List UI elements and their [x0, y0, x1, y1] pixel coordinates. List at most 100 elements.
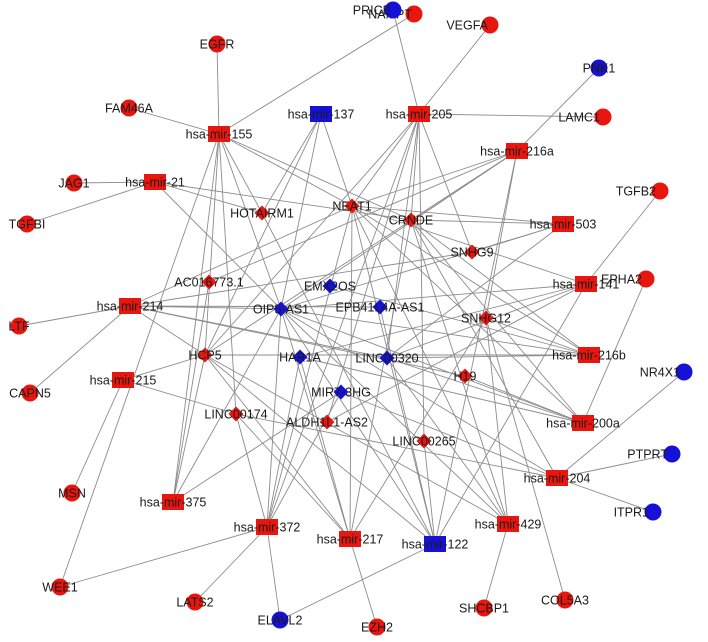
node-label: LINC00320 — [355, 352, 418, 366]
node-mir205[interactable]: hsa-mir-205 — [386, 106, 453, 122]
node-label: HAR1A — [279, 351, 321, 365]
edge-mir217-HAR1A — [299, 356, 351, 540]
node-mir7hg[interactable]: MIR7-3HG — [311, 384, 371, 400]
node-ltf[interactable]: LTF — [8, 317, 30, 335]
node-label: LATS2 — [176, 596, 213, 610]
node-fam46a[interactable]: FAM46A — [105, 99, 154, 117]
node-label: SHCBP1 — [459, 602, 509, 616]
edge-mir503-CRNDE — [410, 219, 564, 225]
node-capn5[interactable]: CAPN5 — [9, 384, 51, 402]
edge-mir122-HOTAIRM1 — [261, 212, 436, 545]
lncrna-node-diamond — [292, 349, 308, 365]
node-epb41l4a[interactable]: EPB41L4A-AS1 — [336, 299, 425, 315]
node-snhg9[interactable]: SNHG9 — [450, 244, 494, 260]
node-ac016773[interactable]: AC016773.1 — [174, 274, 244, 290]
node-label: OIP5-AS1 — [253, 303, 309, 317]
node-mir217[interactable]: hsa-mir-217 — [317, 531, 384, 547]
node-label: ELAVL2 — [258, 614, 303, 628]
lncrna-node-diamond — [457, 368, 473, 384]
node-aldh1l1[interactable]: ALDH1L1-AS2 — [286, 414, 368, 430]
node-label: hsa-mir-205 — [386, 108, 453, 122]
node-col5a3[interactable]: COL5A3 — [541, 591, 589, 609]
node-mir137[interactable]: hsa-mir-137 — [288, 106, 355, 122]
edge-mir122-ELAVL2 — [279, 543, 436, 621]
node-mir122[interactable]: hsa-mir-122 — [402, 536, 469, 552]
edge-mir21-CRNDE — [154, 181, 412, 221]
node-mir200a[interactable]: hsa-mir-200a — [546, 415, 620, 431]
node-lats2[interactable]: LATS2 — [176, 593, 214, 611]
mirna-node-rect — [552, 216, 574, 232]
node-pnk1[interactable]: PNK1 — [583, 59, 616, 77]
node-mir503[interactable]: hsa-mir-503 — [530, 216, 597, 232]
node-lamc1[interactable]: LAMC1 — [558, 108, 612, 126]
node-wee1[interactable]: WEE1 — [42, 578, 78, 596]
mirna-node-rect — [144, 174, 166, 190]
mirna-node-rect — [546, 470, 568, 486]
node-mir216b[interactable]: hsa-mir-216b — [552, 347, 626, 363]
node-linc00174[interactable]: LINC00174 — [204, 406, 268, 422]
node-epha2[interactable]: EPHA2 — [601, 270, 655, 288]
lncrna-node-diamond — [464, 244, 480, 260]
edge-mir375-OIPAS1 — [172, 308, 282, 503]
node-shcbp1[interactable]: SHCBP1 — [459, 599, 509, 617]
lncrna-node-diamond — [254, 205, 270, 221]
node-egfr[interactable]: EGFR — [200, 35, 235, 53]
node-linc00320[interactable]: LINC00320 — [355, 350, 419, 366]
edge-mir216b-NEAT1 — [351, 205, 590, 356]
mrna-node-circle — [481, 16, 499, 34]
node-price[interactable]: PRICE — [353, 1, 402, 19]
node-elavl2[interactable]: ELAVL2 — [258, 611, 303, 629]
node-mir214[interactable]: hsa-mir-214 — [97, 298, 164, 314]
node-msn[interactable]: MSN — [58, 484, 86, 502]
node-label: AC016773.1 — [174, 276, 244, 290]
node-mir21[interactable]: hsa-mir-21 — [125, 174, 185, 190]
edge-mir21-TGFBI — [26, 181, 156, 225]
edge-mir217-HCP5 — [204, 354, 351, 540]
edge-mir200a-EPHA2 — [582, 278, 647, 424]
edge-mir155-FAM46A — [128, 107, 220, 135]
node-oipas1[interactable]: OIP5-AS1 — [253, 301, 309, 317]
edge-mir122-HCP5 — [204, 354, 436, 545]
node-label: HCP5 — [188, 349, 221, 363]
mrna-node-circle — [644, 503, 662, 521]
edge-mir200a-LINC00320 — [386, 357, 584, 424]
edge-mir214-EPB41L4A — [129, 305, 381, 308]
node-label: LINC00265 — [392, 435, 455, 449]
node-h19[interactable]: H19 — [454, 368, 477, 384]
node-hcp5[interactable]: HCP5 — [188, 347, 222, 363]
edge-mir21-OIPAS1 — [154, 181, 282, 310]
node-mir141[interactable]: hsa-mir-141 — [553, 276, 620, 292]
node-mir215[interactable]: hsa-mir-215 — [90, 372, 157, 388]
node-mir204[interactable]: hsa-mir-204 — [524, 470, 591, 486]
node-mir155[interactable]: hsa-mir-155 — [186, 126, 253, 142]
edge-mir217-NEAT1 — [349, 205, 353, 540]
node-label: hsa-mir-122 — [402, 538, 469, 552]
node-linc00265[interactable]: LINC00265 — [392, 433, 456, 449]
node-snhg12[interactable]: SNHG12 — [461, 310, 511, 326]
node-mir372[interactable]: hsa-mir-372 — [234, 519, 301, 535]
edge-COL5A3-SNHG12 — [485, 317, 566, 601]
node-nr4a1[interactable]: NR4X1 — [640, 363, 693, 381]
edge-mir137-HCP5 — [204, 113, 322, 356]
node-tgfb2[interactable]: TGFB2 — [616, 182, 669, 200]
node-hotairm1[interactable]: HOTAIRM1 — [230, 205, 294, 221]
node-ptprt[interactable]: PTPRT — [627, 445, 681, 463]
node-mir216a[interactable]: hsa-mir-216a — [480, 143, 554, 159]
node-label: PTPRT — [627, 448, 668, 462]
node-jag1[interactable]: JAG1 — [58, 174, 90, 192]
node-ezh2[interactable]: EZH2 — [361, 618, 393, 636]
mrna-node-circle — [594, 108, 612, 126]
edge-mir141-ALDH1L1 — [326, 283, 587, 423]
node-emx2os[interactable]: EMX2OS — [304, 278, 356, 294]
edge-mir214-LTF — [18, 305, 131, 327]
node-mir375[interactable]: hsa-mir-375 — [140, 494, 207, 510]
node-har1a[interactable]: HAR1A — [279, 349, 321, 365]
node-tgfbi[interactable]: TGFBI — [9, 215, 46, 233]
node-mir429[interactable]: hsa-mir-429 — [475, 516, 542, 532]
node-neat1[interactable]: NEAT1 — [332, 198, 372, 214]
mrna-node-circle — [663, 445, 681, 463]
node-itpr1[interactable]: ITPR1 — [614, 503, 662, 521]
node-crnde[interactable]: CRNDE — [389, 212, 433, 228]
node-vegfa[interactable]: VEGFA — [446, 16, 499, 34]
